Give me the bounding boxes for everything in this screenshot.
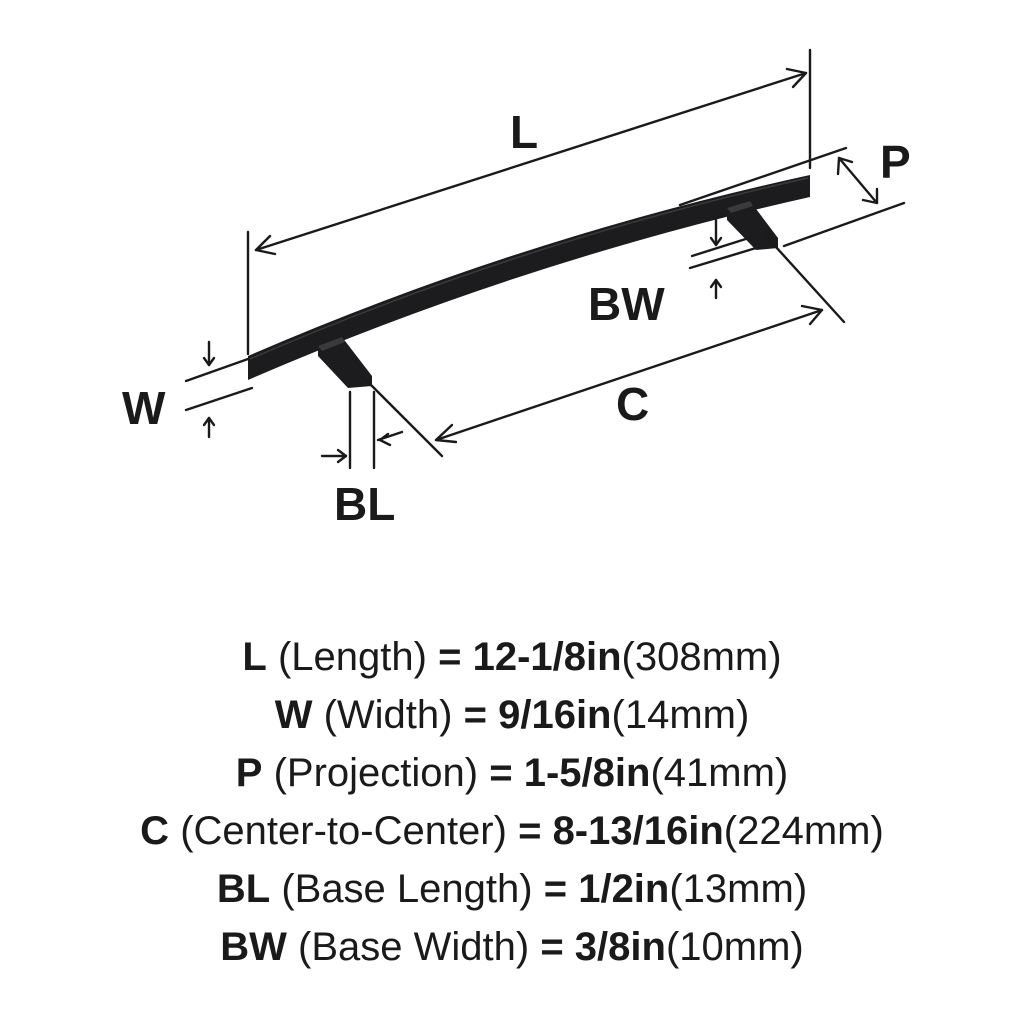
- right-post-top: [727, 201, 753, 213]
- projection-label: P: [880, 136, 911, 188]
- length-dimension: [246, 48, 812, 356]
- spec-name: (Base Length): [281, 867, 533, 911]
- spec-mm: (41mm): [650, 751, 789, 795]
- spec-inches: 3/8in: [574, 925, 666, 969]
- center-to-center-dimension: [360, 234, 846, 458]
- spec-equals: =: [518, 809, 542, 853]
- spec-key: L: [242, 635, 267, 679]
- spec-inches: 9/16in: [498, 693, 612, 737]
- specifications-list: L (Length) = 12-1/8in(308mm) W (Width) =…: [0, 628, 1024, 976]
- spec-name: (Width): [323, 693, 453, 737]
- spec-mm: (224mm): [723, 809, 884, 853]
- projection-dimension: [678, 146, 906, 248]
- spec-equals: =: [463, 693, 487, 737]
- spec-row-width: W (Width) = 9/16in(14mm): [0, 686, 1024, 744]
- base-length-dimension: [320, 390, 404, 470]
- spec-mm: (308mm): [621, 635, 782, 679]
- spec-equals: =: [489, 751, 513, 795]
- spec-row-projection: P (Projection) = 1-5/8in(41mm): [0, 744, 1024, 802]
- width-label: W: [122, 382, 166, 434]
- spec-name: (Projection): [273, 751, 479, 795]
- spec-equals: =: [540, 925, 564, 969]
- spec-name: (Base Width): [298, 925, 530, 969]
- spec-key: BW: [220, 925, 287, 969]
- base-width-dimension: [688, 218, 758, 300]
- spec-key: C: [140, 809, 170, 853]
- spec-key: W: [274, 693, 313, 737]
- right-post: [727, 201, 778, 250]
- handle-bar: [248, 175, 810, 380]
- length-label: L: [510, 106, 538, 158]
- spec-equals: =: [438, 635, 462, 679]
- width-dimension: [184, 340, 254, 439]
- spec-equals: =: [543, 867, 568, 911]
- spec-inches: 8-13/16in: [552, 809, 724, 853]
- spec-mm: (14mm): [611, 693, 750, 737]
- spec-name: (Center-to-Center): [180, 809, 507, 853]
- spec-mm: (10mm): [665, 925, 804, 969]
- spec-key: BL: [216, 867, 271, 911]
- spec-row-length: L (Length) = 12-1/8in(308mm): [0, 628, 1024, 686]
- spec-row-base-width: BW (Base Width) = 3/8in(10mm): [0, 918, 1024, 976]
- handle-bar-highlight: [249, 177, 809, 360]
- base-length-label: BL: [334, 478, 395, 530]
- center-to-center-label: C: [616, 378, 649, 430]
- spec-row-center-to-center: C (Center-to-Center) = 8-13/16in(224mm): [0, 802, 1024, 860]
- spec-mm: (13mm): [669, 867, 808, 911]
- dimension-diagram: L P BW W C: [122, 48, 911, 530]
- spec-row-base-length: BL (Base Length) = 1/2in(13mm): [0, 860, 1024, 918]
- spec-key: P: [235, 751, 263, 795]
- left-post-top: [318, 337, 345, 351]
- spec-inches: 1/2in: [578, 867, 670, 911]
- spec-inches: 12-1/8in: [472, 635, 622, 679]
- spec-name: (Length): [277, 635, 427, 679]
- spec-inches: 1-5/8in: [523, 751, 651, 795]
- base-width-label: BW: [588, 278, 665, 330]
- left-post: [318, 337, 372, 388]
